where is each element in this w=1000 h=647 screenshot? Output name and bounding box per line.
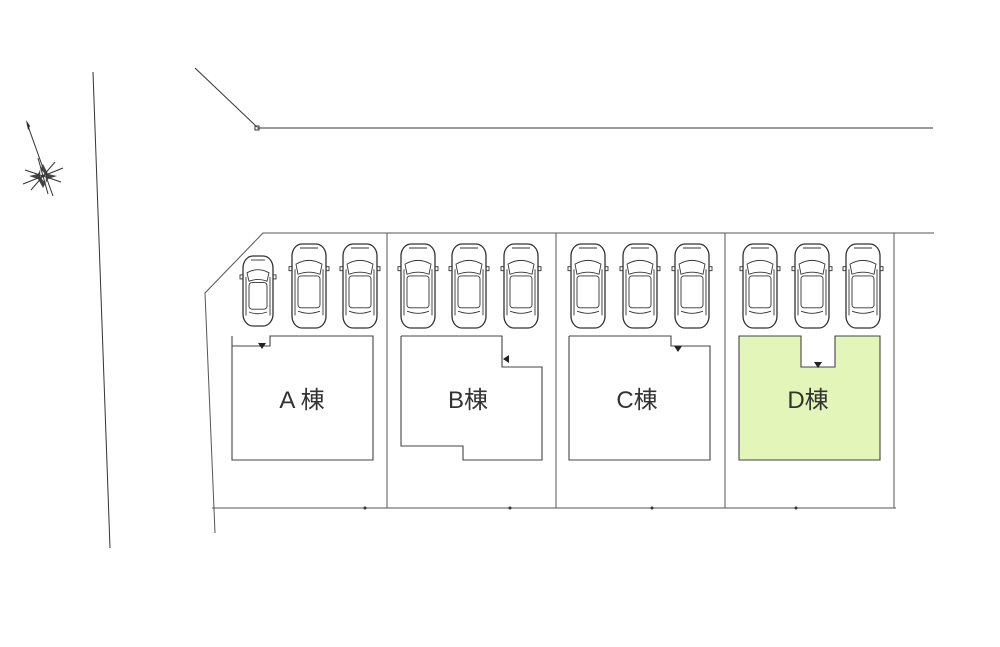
building-c: C棟 bbox=[568, 335, 711, 461]
road-diagonal bbox=[194, 67, 258, 128]
car-topview-icon bbox=[288, 243, 330, 329]
entrance-triangle-icon bbox=[814, 362, 822, 368]
building-d-label: D棟 bbox=[787, 387, 828, 414]
road-lines bbox=[92, 67, 933, 549]
site-boundary bbox=[204, 232, 934, 534]
car-topview-icon bbox=[500, 243, 542, 329]
compass-north-arrow-icon bbox=[22, 120, 64, 197]
building-d: D棟 bbox=[738, 335, 881, 461]
car-topview-icon bbox=[619, 243, 661, 329]
parking-cars bbox=[239, 243, 884, 329]
entrance-triangle-icon bbox=[674, 346, 682, 352]
car-topview-icon bbox=[791, 243, 833, 329]
car-topview-icon bbox=[239, 255, 277, 327]
car-topview-icon bbox=[339, 243, 381, 329]
car-topview-icon bbox=[739, 243, 781, 329]
road-left-edge bbox=[92, 71, 111, 549]
building-a-label: A 棟 bbox=[279, 387, 324, 414]
car-topview-icon bbox=[397, 243, 439, 329]
entrance-triangle-icon bbox=[503, 355, 509, 363]
entrance-triangle-icon bbox=[258, 343, 266, 349]
building-a: A 棟 bbox=[231, 335, 374, 461]
building-b: B棟 bbox=[400, 335, 543, 461]
building-c-label: C棟 bbox=[616, 387, 657, 414]
car-topview-icon bbox=[842, 243, 884, 329]
boundary-marker bbox=[254, 125, 260, 131]
car-topview-icon bbox=[448, 243, 490, 329]
car-topview-icon bbox=[567, 243, 609, 329]
car-topview-icon bbox=[671, 243, 713, 329]
building-b-label: B棟 bbox=[448, 387, 488, 414]
